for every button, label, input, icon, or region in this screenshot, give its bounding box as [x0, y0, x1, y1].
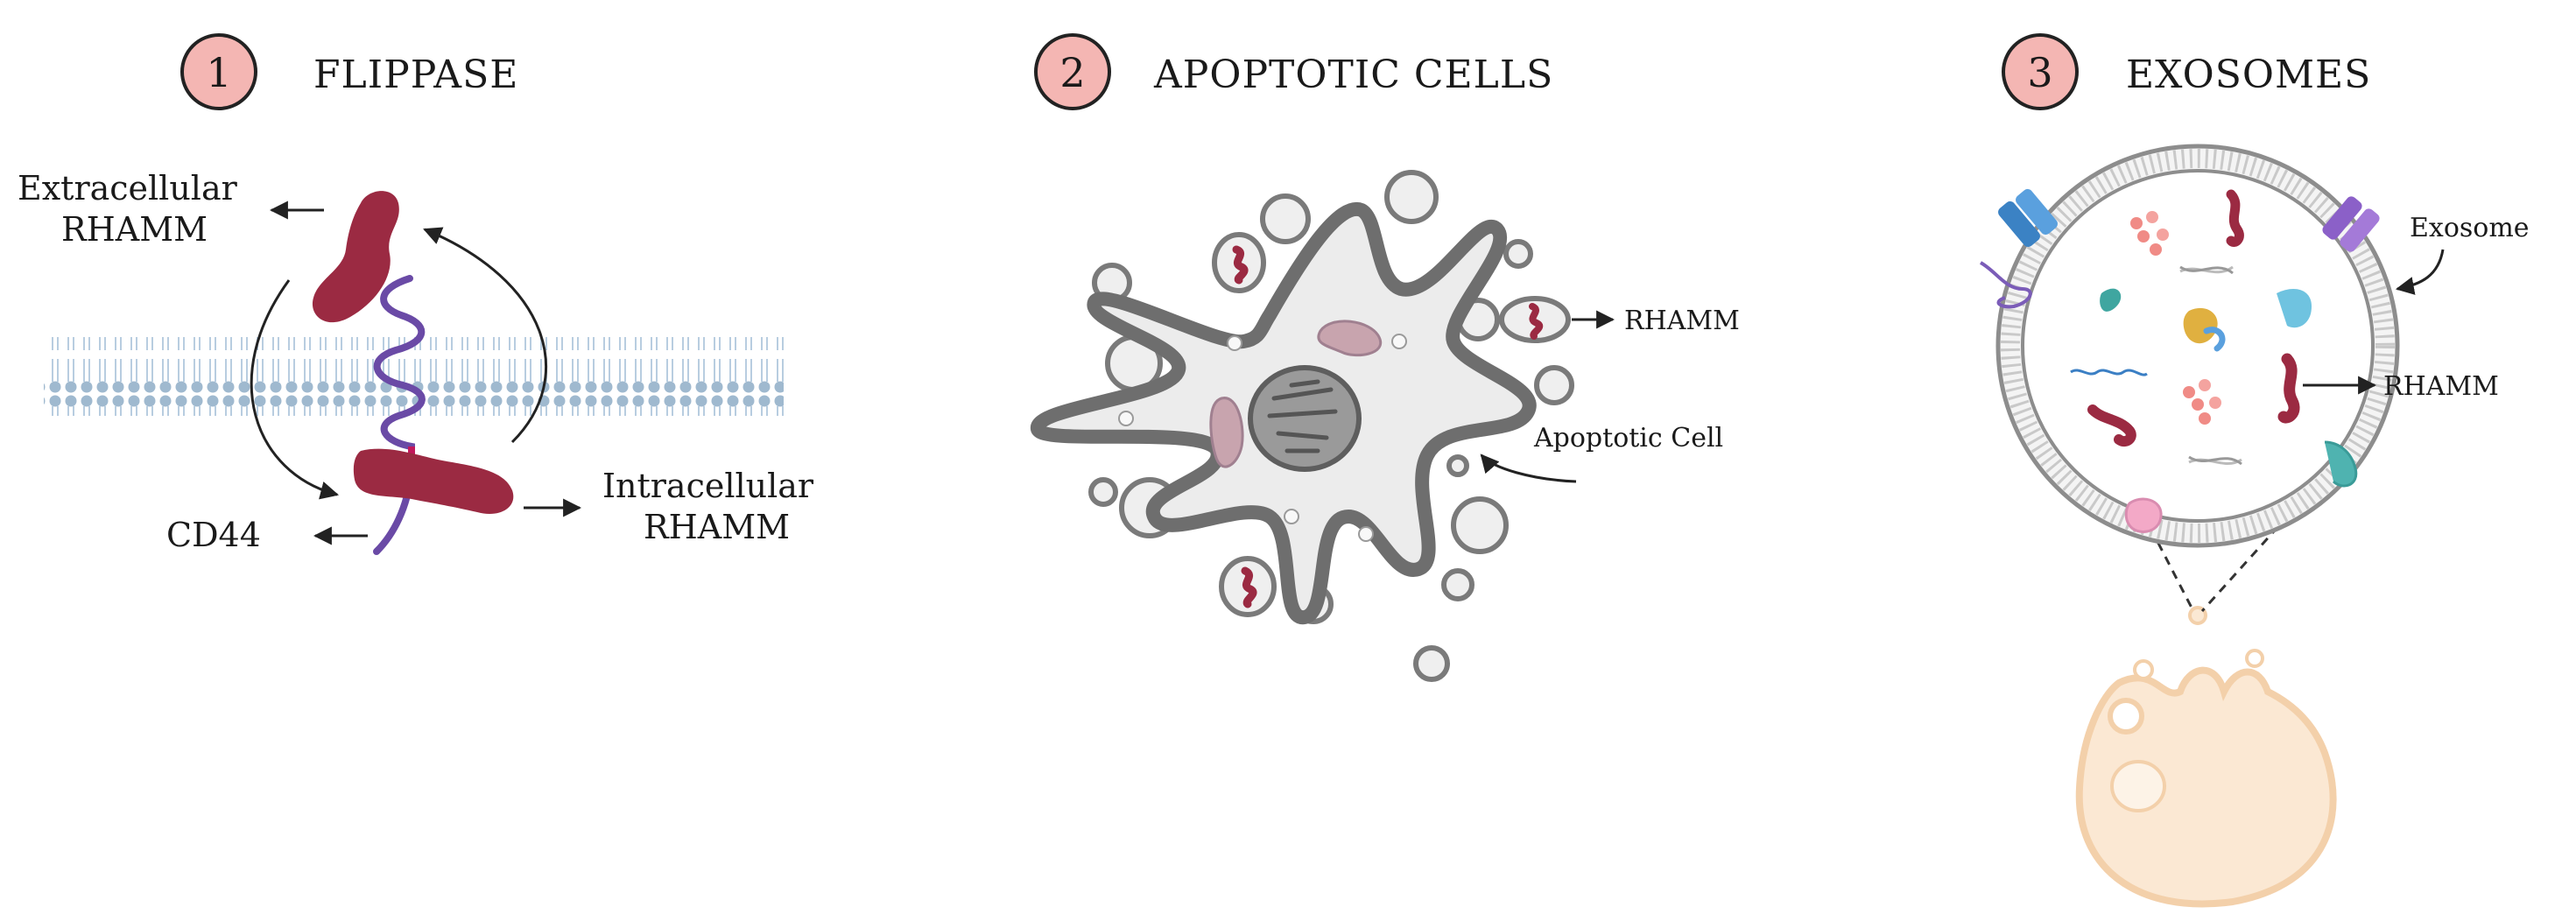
panel-1-title: FLIPPASE [313, 53, 518, 97]
lipid-bilayer [44, 337, 784, 416]
exosome-arrow [2395, 249, 2445, 295]
label-intracellular-line2: RHAMM [644, 508, 790, 546]
panel-3-number-badge: 3 [2002, 33, 2079, 110]
zoom-line-right [2200, 478, 2322, 613]
cytoplasm-vesicles [1118, 334, 1407, 542]
label-rhamm: RHAMM [1624, 306, 1740, 336]
mitochondria [1209, 320, 1383, 468]
label-cd44: CD44 [166, 516, 261, 554]
label-apoptotic-cell: Apoptotic Cell [1533, 423, 1723, 453]
exosome-cargo [2070, 189, 2312, 466]
panel-flippase: 1 FLIPPASE Extracellular RHAMM CD44 Intr… [18, 33, 814, 555]
exosome-membrane-proteins [1979, 188, 2380, 533]
rhamm-containing-blebs [1212, 232, 1571, 617]
panel-3-title: EXOSOMES [2126, 53, 2371, 97]
apoptotic-cell-arrow [1480, 453, 1577, 483]
label-extracellular-line1: Extracellular [18, 169, 238, 207]
panel-apoptotic-cells: 2 APOPTOTIC CELLS [1031, 33, 1740, 682]
label-exosome-rhamm: RHAMM [2383, 371, 2499, 402]
intracellular-rhamm-protein [353, 448, 514, 515]
extracellular-rhamm-protein [312, 191, 399, 323]
panel-1-number-badge: 1 [180, 33, 257, 110]
panel-2-title: APOPTOTIC CELLS [1153, 53, 1553, 97]
flip-arrow-down [250, 279, 340, 500]
panel-2-number: 2 [1059, 49, 1085, 96]
exosome-membrane-lipids [2001, 149, 2395, 543]
parent-cell [2075, 606, 2337, 908]
flip-arrow-up [423, 227, 548, 444]
label-exosome: Exosome [2410, 213, 2530, 243]
panel-3-number: 3 [2027, 49, 2052, 96]
condensed-nucleus [1248, 365, 1362, 472]
panel-2-number-badge: 2 [1034, 33, 1111, 110]
label-extracellular-line2: RHAMM [61, 210, 208, 249]
panel-exosomes: 3 EXOSOMES [1979, 33, 2530, 908]
panel-1-number: 1 [206, 49, 231, 96]
exosome-membrane-inner [2021, 169, 2375, 523]
label-intracellular-line1: Intracellular [602, 467, 814, 505]
